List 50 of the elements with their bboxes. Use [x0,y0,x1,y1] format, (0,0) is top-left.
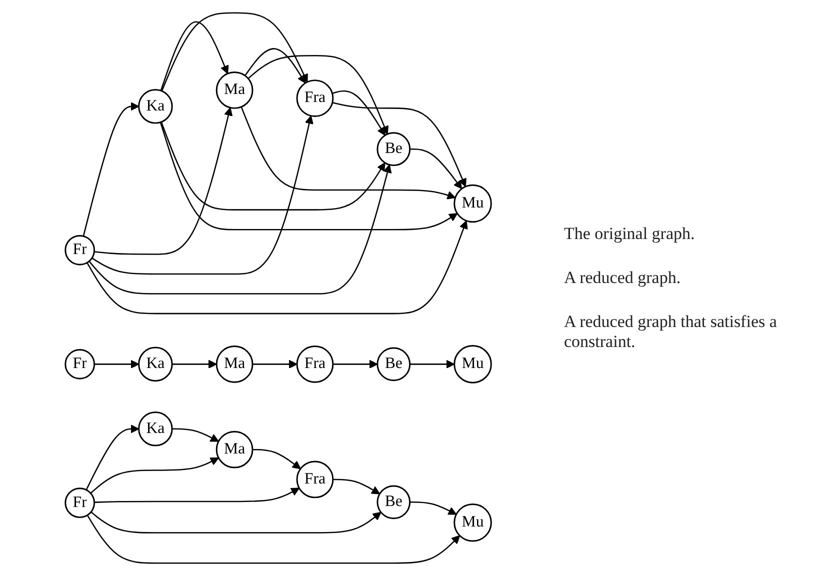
node-circle: Be [376,347,410,382]
arrow [160,12,308,92]
node-circle: Fr [64,488,95,518]
arrow [88,164,392,294]
node-circle: Mu [453,184,492,223]
arrow [332,360,378,369]
arrow [82,102,139,236]
arrow [94,360,139,369]
arrow [86,514,460,564]
graph-caption: The original graph. [564,224,696,244]
node-circle: Ka [138,412,173,446]
node-circle: Mu [453,503,492,542]
node-circle: Fra [296,80,334,117]
graph-caption: A reduced graph. [564,268,682,288]
arrow [160,122,386,210]
arrow [91,115,314,275]
node-circle: Ka [138,346,173,382]
node-circle: Mu [453,345,492,384]
arrow [252,448,301,470]
node-circle: Fr [64,349,95,380]
arrow [332,90,386,136]
arrow [160,21,228,91]
arrow [94,488,300,503]
arrow [252,360,298,369]
node-circle: Ma [216,430,253,468]
arrow [172,428,219,442]
arrow [247,54,388,134]
arrow [90,511,382,534]
arrow [85,424,139,490]
arrow [410,148,462,190]
node-circle: Be [376,485,410,520]
arrow [90,457,219,494]
arrow [410,360,454,369]
graph-caption: A reduced graph that satisfies a constraint. [564,312,778,352]
node-circle: Ma [216,345,253,383]
arrow [94,107,232,255]
node-circle: Fra [296,460,334,498]
arrow [244,48,306,84]
node-circle: Be [376,132,410,166]
node-circle: Fr [64,234,95,266]
arrow [240,106,456,200]
arrow [410,502,456,515]
arrow [332,102,466,187]
arrow [332,478,380,494]
node-circle: Fra [296,345,334,383]
node-circle: Ma [216,72,253,109]
arrow [160,122,458,230]
arrow [172,360,217,369]
arrow [86,220,468,314]
node-circle: Ka [138,89,173,124]
